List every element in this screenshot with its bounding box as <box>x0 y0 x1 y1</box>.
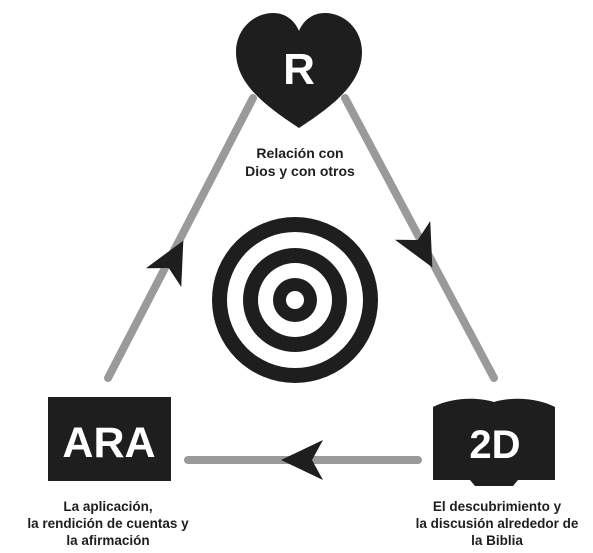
arrowhead-icon <box>394 220 433 268</box>
node-left-caption-line-3: la afirmación <box>66 533 149 548</box>
node-right-letter: 2D <box>469 423 520 467</box>
open-book-icon <box>433 398 555 486</box>
square-icon <box>48 397 171 481</box>
node-top-letter: R <box>283 45 315 94</box>
heart-icon <box>236 13 362 128</box>
arrowhead-icon <box>281 440 323 480</box>
node-right-caption-line-3: la Biblia <box>471 533 523 548</box>
node-top-caption-line-2: Dios y con otros <box>245 163 355 179</box>
node-top-caption-line-1: Relación con <box>256 145 343 161</box>
node-right-caption-line-2: la discusión alrededor de <box>416 516 579 531</box>
target-icon <box>212 217 378 383</box>
node-left-letter: ARA <box>62 419 155 467</box>
node-right-caption-line-1: El descubrimiento y <box>433 499 562 514</box>
node-left-caption-line-2: la rendición de cuentas y <box>27 516 189 531</box>
node-top: R Relación con Dios y con otros <box>236 13 362 179</box>
arrowhead-icon <box>145 240 184 288</box>
node-right: 2D El descubrimiento y la discusión alre… <box>416 398 579 548</box>
line-left-to-top <box>104 94 257 382</box>
node-left: ARA La aplicación, la rendición de cuent… <box>27 397 189 548</box>
node-left-caption-line-1: La aplicación, <box>63 499 152 514</box>
